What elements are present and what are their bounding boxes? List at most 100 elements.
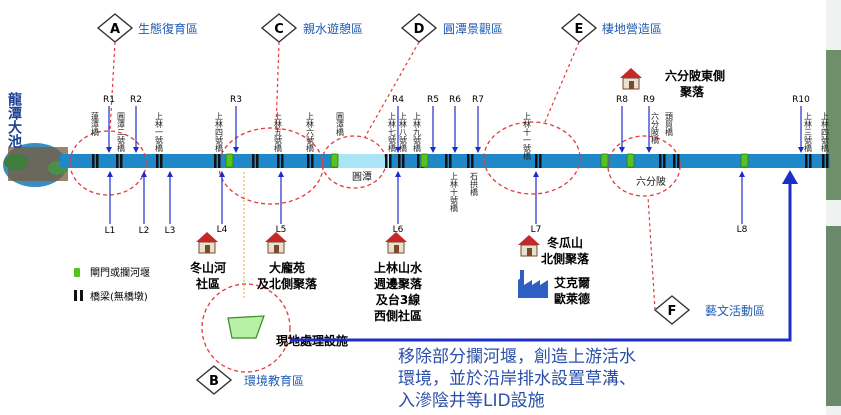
flow-arrow	[290, 182, 792, 342]
community-dapang: 大龐苑及北側聚落	[257, 232, 318, 291]
community-shanglin: 上林山水週邊聚落及台3線西側社區	[374, 232, 423, 323]
bridge-icon	[398, 154, 405, 168]
pond-label: 圓潭	[352, 171, 372, 183]
lid-note: 移除部分攔河堰，創造上游活水 環境，並於沿岸排水設置草溝、 入滲陰井等LID設施	[398, 347, 641, 411]
community-dongguashan: 冬瓜山北側聚落	[518, 235, 590, 266]
l-point-label: L7	[531, 225, 542, 235]
l-point-arrowhead	[533, 171, 539, 177]
community-dongshan: 冬山河社區	[190, 232, 226, 291]
l-point-arrowhead	[395, 171, 401, 177]
svg-text:D: D	[414, 22, 425, 37]
svg-text:親水遊憩區: 親水遊憩區	[303, 21, 363, 36]
bridge-label: 上林六號橋	[306, 112, 315, 153]
r-point-arrowhead	[430, 147, 436, 153]
svg-text:環境教育區: 環境教育區	[244, 373, 304, 388]
r-point-arrowhead	[452, 147, 458, 153]
svg-text:冬瓜山北側聚落: 冬瓜山北側聚落	[541, 235, 590, 266]
r-point-arrowhead	[475, 147, 481, 153]
onsite-facility: 現地處理設施	[227, 315, 348, 348]
bridge-icon	[92, 154, 99, 168]
bridge-icon	[467, 154, 474, 168]
bridge-label: 圓潭二號橋	[117, 112, 126, 153]
svg-text:六分陂東側聚落: 六分陂東側聚落	[665, 68, 725, 99]
r-point-arrowhead	[133, 147, 139, 153]
bridge-label: 上林八號橋	[399, 112, 408, 153]
r-point-label: R7	[472, 95, 484, 105]
svg-text:生態復育區: 生態復育區	[138, 21, 198, 36]
factory-label: 艾克爾歐萊德	[554, 275, 590, 306]
svg-text:圓潭景觀區: 圓潭景觀區	[443, 22, 503, 36]
bridge-icon	[252, 154, 259, 168]
bridge-icon	[277, 154, 284, 168]
l-point-label: L6	[393, 225, 404, 235]
l-point-arrowhead	[219, 171, 225, 177]
r-point-label: R5	[427, 95, 439, 105]
r-point-arrowhead	[619, 147, 625, 153]
bridge-label: 上林七號橋	[388, 112, 397, 153]
r-point-label: R3	[230, 95, 242, 105]
bridge-label: 上林三號橋	[804, 112, 813, 153]
gate-icon	[740, 153, 749, 168]
bridge-icon	[805, 154, 812, 168]
svg-text:B: B	[209, 374, 219, 389]
gate-icon	[330, 153, 339, 168]
svg-text:橋梁(無橋墩): 橋梁(無橋墩)	[90, 290, 148, 303]
l-point-label: L2	[139, 226, 150, 236]
bridge-icon	[74, 290, 83, 301]
svg-text:F: F	[668, 304, 677, 319]
zone-leaders	[109, 41, 656, 311]
r-point-label: R6	[449, 95, 461, 105]
bridge-icon	[822, 154, 829, 168]
gate-icon	[74, 268, 80, 277]
factory-icon	[518, 270, 548, 298]
svg-text:棲地營造區: 棲地營造區	[602, 22, 662, 36]
bridge-icon	[156, 154, 163, 168]
bridge-label: 上林十號橋	[450, 172, 459, 213]
l-point-arrowhead	[278, 171, 284, 177]
bridge-label: 六分陂橋	[651, 111, 660, 145]
bridge-icon	[659, 154, 666, 168]
zone-header-e: E 棲地營造區	[560, 13, 662, 43]
svg-text:藝文活動區: 藝文活動區	[705, 303, 765, 318]
svg-text:冬山河社區: 冬山河社區	[190, 260, 226, 291]
l-point-arrowhead	[739, 171, 745, 177]
gate-icon	[225, 153, 234, 168]
r-point-arrowhead	[646, 147, 652, 153]
zone-header-f: F 藝文活動區	[653, 295, 765, 325]
l-point-label: L3	[165, 226, 176, 236]
lake-label: 龍潭大池	[6, 91, 22, 149]
bridge-icon	[385, 154, 392, 168]
r-point-label: R1	[103, 95, 115, 105]
bridge-label: 上林九號橋	[413, 112, 422, 153]
r-point-arrowhead	[233, 147, 239, 153]
bridge-icon	[214, 154, 221, 168]
svg-text:上林山水週邊聚落及台3線西側社區: 上林山水週邊聚落及台3線西側社區	[374, 260, 423, 323]
zone-header-b: B 環境教育區	[195, 365, 304, 395]
bridge-label: 上林十一號橋	[523, 112, 532, 161]
bridge-label: 石拱橋	[470, 172, 479, 197]
l-point-arrowhead	[167, 171, 173, 177]
r-point-arrowhead	[798, 147, 804, 153]
bridge-labels: 蓮潭橋圓潭二號橋上林一號橋上林四號橋上林五號橋上林六號橋圓潭橋上林七號橋上林八號…	[91, 111, 830, 213]
r-point-label: R9	[643, 95, 655, 105]
l-point-label: L8	[737, 225, 748, 235]
community-liufenpi-east: 六分陂東側聚落	[620, 68, 725, 99]
bridge-icon	[535, 154, 542, 168]
bridge-icon	[673, 154, 680, 168]
bridge-label: 上林四號橋	[215, 112, 224, 153]
bridge-icon	[307, 154, 314, 168]
gate-icon	[420, 153, 429, 168]
l-point-arrowhead	[107, 171, 113, 177]
l-point-label: L5	[276, 225, 287, 235]
junction-label: 六分陂	[636, 175, 666, 188]
bridge-icon	[445, 154, 452, 168]
zone-header-d: D 圓潭景觀區	[400, 13, 503, 43]
pond	[338, 154, 390, 168]
photo-strip	[826, 0, 841, 415]
legend: 閘門或攔河堰 橋梁(無橋墩)	[74, 266, 150, 303]
flow-arrow-head	[782, 170, 798, 184]
r-point-arrowhead	[395, 147, 401, 153]
